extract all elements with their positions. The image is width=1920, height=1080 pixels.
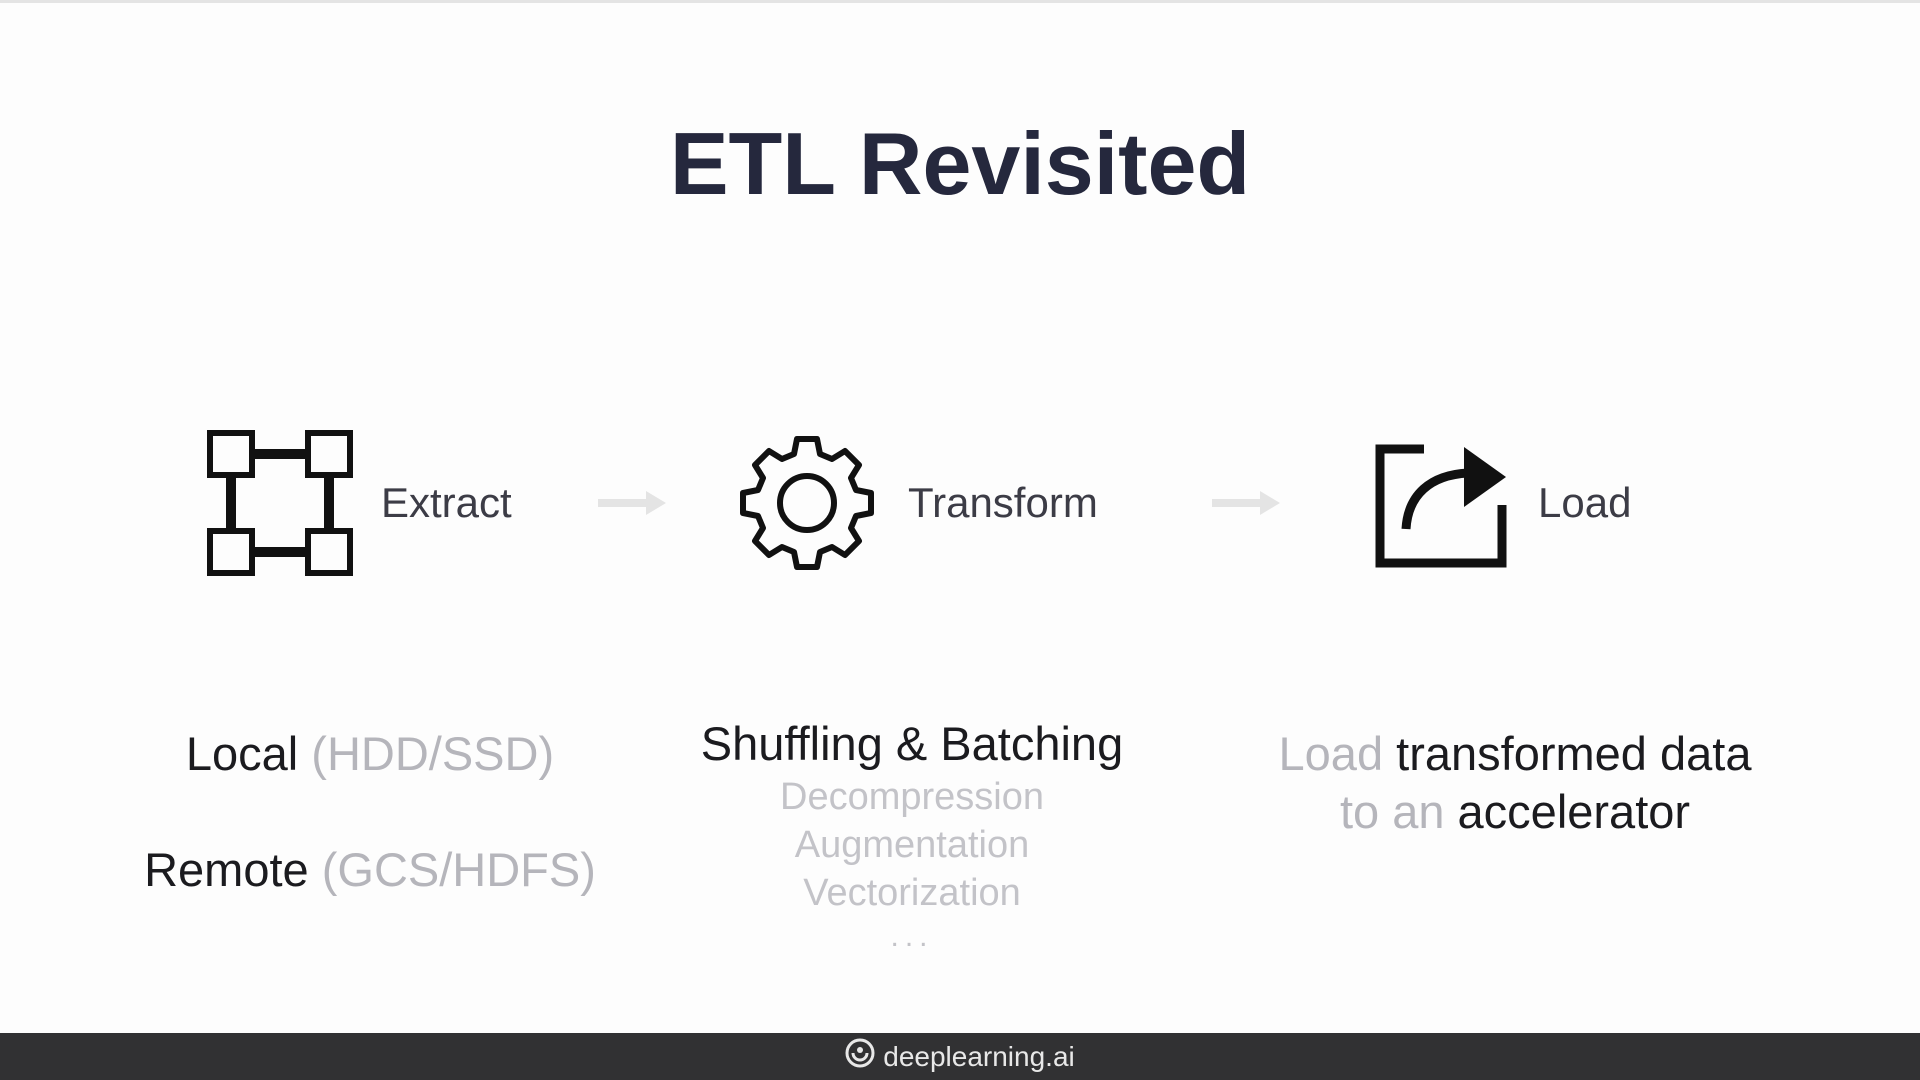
stage-load: Load (1372, 428, 1631, 578)
stage-transform: Transform (732, 428, 1098, 578)
arrow-right-icon (598, 490, 668, 521)
slide-title: ETL Revisited (669, 114, 1251, 213)
transform-sub-item: Vectorization (803, 872, 1021, 914)
gear-icon (732, 428, 882, 578)
load-phrase-transformed-data: transformed data (1396, 727, 1752, 780)
transform-sub-item: Augmentation (794, 824, 1030, 866)
transform-main-item: Shuffling & Batching (700, 717, 1124, 770)
extract-local-line: Local (HDD/SSD) (110, 725, 630, 783)
load-phrase-accelerator: accelerator (1457, 785, 1691, 838)
local-label: Local (185, 727, 299, 780)
extract-details: Local (HDD/SSD) Remote (GCS/HDFS) (110, 725, 630, 899)
footer-brand: deeplearning.ai (883, 1040, 1075, 1072)
footer-bar: deeplearning.ai (0, 1033, 1920, 1080)
load-details-line-1: Load transformed data (1220, 725, 1810, 783)
arrow-right-icon (1212, 490, 1282, 521)
load-word: Load (1278, 727, 1384, 780)
transform-sub-item: Decompression (780, 776, 1044, 818)
deeplearning-logo-icon (845, 1038, 883, 1075)
extract-label: Extract (381, 479, 512, 526)
load-details: Load transformed data to an accelerator (1220, 725, 1810, 841)
remote-label: Remote (144, 843, 309, 896)
share-arrow-icon (1372, 433, 1512, 573)
load-label: Load (1538, 479, 1632, 526)
transform-details: Shuffling & Batching Decompression Augme… (612, 715, 1212, 957)
transform-ellipsis: ... (890, 920, 934, 953)
stage-extract: Extract (205, 428, 512, 578)
remote-note: (GCS/HDFS) (321, 843, 596, 896)
local-note: (HDD/SSD) (311, 727, 555, 780)
extract-remote-line: Remote (GCS/HDFS) (110, 841, 630, 899)
transform-label: Transform (908, 479, 1098, 526)
load-details-line-2: to an accelerator (1220, 783, 1810, 841)
load-word-to-an: to an (1339, 785, 1445, 838)
extract-nodes-icon (205, 428, 355, 578)
